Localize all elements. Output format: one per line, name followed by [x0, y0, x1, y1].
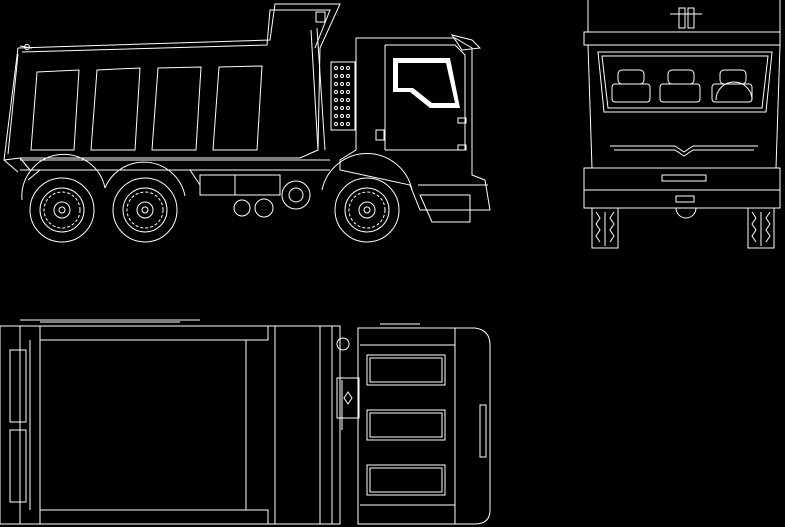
side-dump-bed: [3, 3, 341, 173]
roof-panel: [366, 464, 446, 496]
bed-panel: [30, 69, 80, 151]
seat: [711, 69, 753, 103]
side-cab: [321, 34, 491, 223]
front-tire-left: [591, 207, 619, 249]
top-dump-bed: [0, 319, 341, 525]
top-cab: [357, 323, 491, 525]
wheel: [112, 177, 178, 243]
top-frame: [319, 325, 360, 525]
side-chassis: [20, 159, 330, 218]
seat: [659, 69, 701, 103]
wheel: [334, 177, 400, 243]
seat: [611, 69, 651, 103]
side-wheels: [21, 153, 400, 243]
front-view: [583, 0, 781, 249]
side-view: [3, 3, 491, 243]
wheel: [29, 177, 95, 243]
front-bumper: [583, 167, 781, 219]
top-view: [0, 319, 491, 525]
front-cab: [583, 0, 781, 169]
front-tire-right: [747, 207, 775, 249]
bed-panel: [151, 66, 202, 151]
roof-panel: [366, 354, 446, 386]
intake-grille-holes: [334, 66, 350, 126]
bed-panel: [90, 67, 141, 151]
roof-panel: [366, 409, 446, 441]
bed-panel: [212, 65, 263, 151]
